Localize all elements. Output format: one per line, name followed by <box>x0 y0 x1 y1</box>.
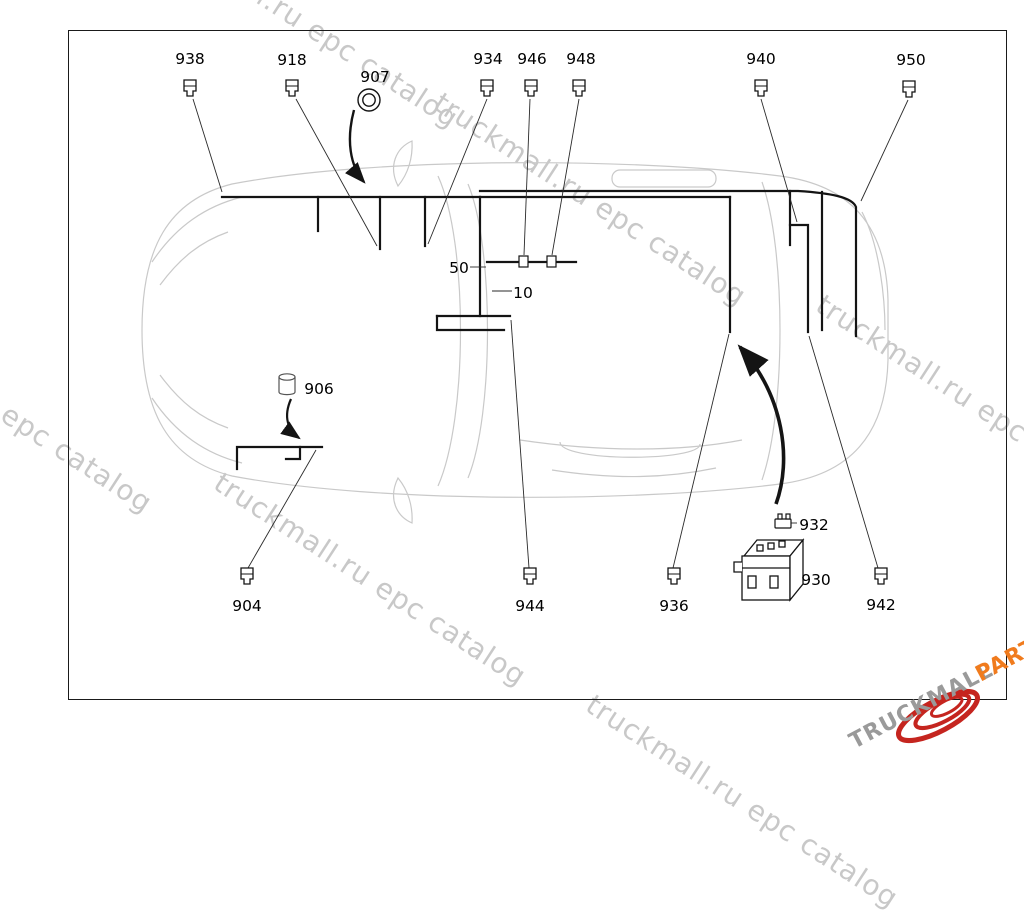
connector-icon-944 <box>523 567 537 585</box>
pointer-arrows <box>280 109 786 505</box>
arrow-906 <box>280 398 301 440</box>
watermark-text: truckmall.ru epc catalog <box>810 288 1024 515</box>
watermark-text: truckmall.ru epc catalog <box>208 466 533 693</box>
car-outline-sketch <box>141 140 889 524</box>
callout-label-946: 946 <box>517 50 547 68</box>
callout-label-942: 942 <box>866 596 896 614</box>
connector-icon-946 <box>524 79 538 97</box>
callout-label-50: 50 <box>449 259 469 277</box>
callout-label-930: 930 <box>801 571 831 589</box>
diagram-canvas: TRUCKMALL PARTS <box>141 79 1024 750</box>
connector-icon-940 <box>754 79 768 97</box>
callout-label-948: 948 <box>566 50 596 68</box>
control-unit-icon-930 <box>733 538 805 602</box>
leader-lines <box>192 98 909 569</box>
callout-label-904: 904 <box>232 597 262 615</box>
connector-icon-948 <box>572 79 586 97</box>
callout-label-906: 906 <box>304 380 334 398</box>
callout-label-10: 10 <box>513 284 533 302</box>
watermark-text: truckmall.ru epc catalog <box>0 293 159 520</box>
callout-label-934: 934 <box>473 50 503 68</box>
connector-icon-904 <box>240 567 254 585</box>
arrow-932 <box>737 344 786 505</box>
callout-label-944: 944 <box>515 597 545 615</box>
inline-connector-icons <box>518 255 557 268</box>
connector-icon-942 <box>874 567 888 585</box>
arrow-907 <box>345 109 366 184</box>
logo-suffix-text: PARTS <box>972 626 1024 687</box>
callout-label-907: 907 <box>360 68 390 86</box>
connector-icon-918 <box>285 79 299 97</box>
callout-label-950: 950 <box>896 51 926 69</box>
connector-icon-938 <box>183 79 197 97</box>
grommet-icon-907 <box>357 88 381 112</box>
connector-icons <box>183 79 916 585</box>
logo-brand-text: TRUCKMALL <box>845 658 997 750</box>
watermark-text: truckmall.ru epc catalog <box>580 688 905 915</box>
callout-label-918: 918 <box>277 51 307 69</box>
part-icon-932 <box>774 513 792 529</box>
logo: TRUCKMALL PARTS <box>845 626 1024 750</box>
side-mirror-sketch <box>393 476 413 524</box>
watermark-text: truckmall.ru epc catalog <box>428 86 753 313</box>
callout-label-940: 940 <box>746 50 776 68</box>
logo-swirl-icon <box>896 688 980 744</box>
callout-label-936: 936 <box>659 597 689 615</box>
callout-label-932: 932 <box>799 516 829 534</box>
connector-icon-950 <box>902 80 916 98</box>
connector-icon-936 <box>667 567 681 585</box>
connector-icon-934 <box>480 79 494 97</box>
cylinder-icon-906 <box>278 373 296 396</box>
callout-label-938: 938 <box>175 50 205 68</box>
side-mirror-sketch <box>393 140 413 188</box>
wiring-harness <box>220 189 858 471</box>
